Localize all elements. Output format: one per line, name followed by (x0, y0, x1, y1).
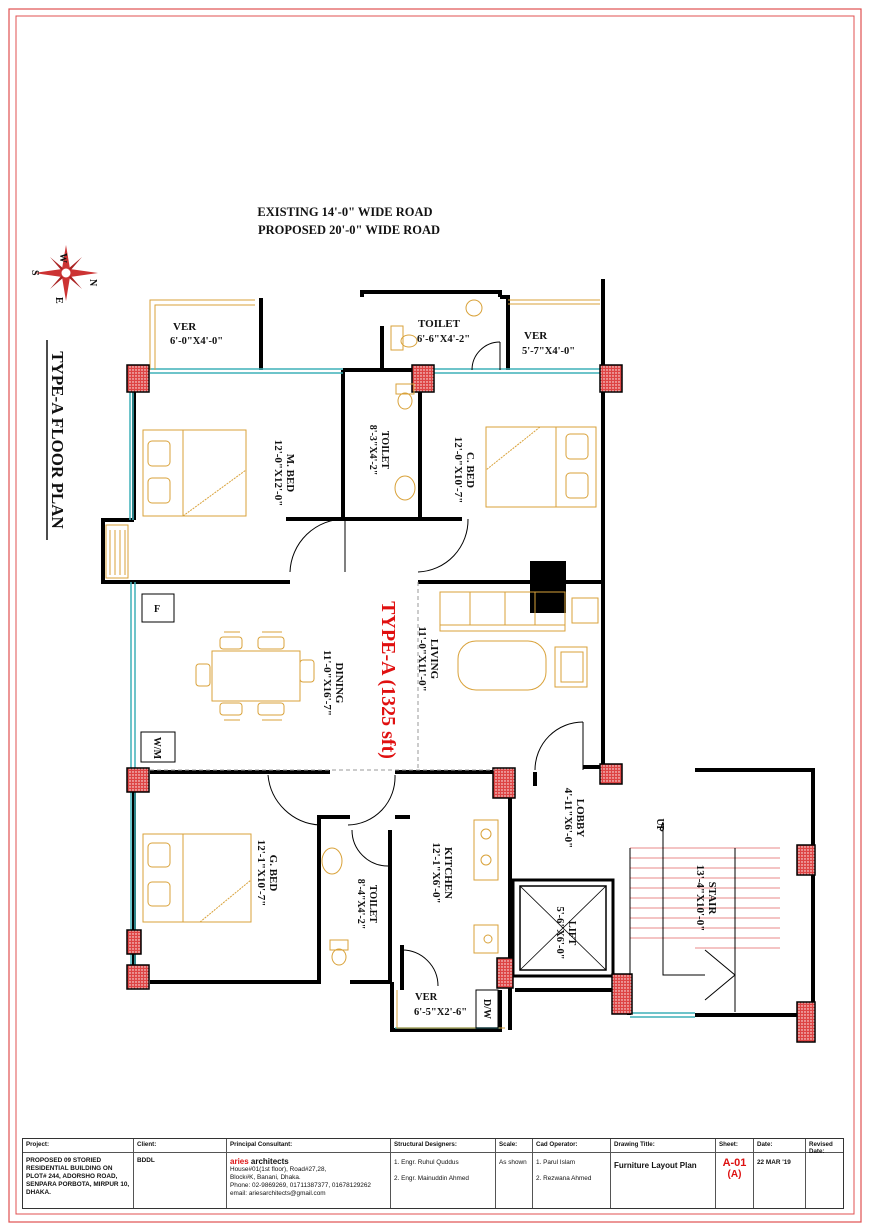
kitchen-size: 12'-1"X6'-0" (430, 842, 442, 903)
outer-frame (8, 8, 862, 1223)
lift-name: LIFT (566, 921, 577, 946)
tb-structural-header: Structural Designers: (391, 1139, 495, 1153)
ver-right-size: 5'-7"X4'-0" (522, 346, 575, 357)
tb-revised-header: Revised Date: (806, 1139, 843, 1155)
compass-n: N (87, 279, 98, 287)
tb-structural: Structural Designers: 1. Engr. Ruhul Qud… (390, 1139, 495, 1208)
tb-cad: Cad Operator: 1. Parul Islam 2. Rezwana … (532, 1139, 610, 1208)
verandah-railings (105, 299, 600, 1029)
compass-s: S (29, 270, 40, 276)
c-bed-size: 12'-0"X10'-7" (452, 437, 464, 504)
tb-consultant-line3: Phone: 02-9869269, 01711387377, 01678129… (230, 1182, 371, 1189)
toilet-mid-name: TOILET (379, 431, 390, 469)
toilet-mid-size: 8'-3"X4'-2" (367, 425, 378, 476)
tb-revised: Revised Date: (805, 1139, 843, 1208)
tb-drawing-text: Furniture Layout Plan (614, 1161, 697, 1170)
kitchen-name: KITCHEN (442, 847, 454, 899)
washing-machine-mark: W/M (151, 737, 162, 760)
tb-sheet-header: Sheet: (716, 1139, 753, 1153)
ver-left-name: VER (173, 321, 197, 333)
room-separators (150, 582, 495, 771)
tb-firm-a: aries (230, 1157, 249, 1166)
tb-drawing: Drawing Title: Furniture Layout Plan (610, 1139, 715, 1208)
tb-cad-a: 1. Parul Islam (536, 1159, 576, 1166)
toilet-top-name: TOILET (418, 318, 461, 330)
title-block: Project: PROPOSED 09 STORIED RESIDENTIAL… (22, 1138, 844, 1209)
toilet-bot-size: 8'-4"X4'-2" (355, 879, 366, 930)
tb-consultant-line2: Block#K, Banani, Dhaka. (230, 1174, 301, 1181)
tb-date: Date: 22 MAR '19 (753, 1139, 805, 1208)
tb-sheet-rev: (A) (727, 1169, 742, 1180)
windows (129, 368, 695, 1029)
m-bed-size: 12'-0"X12'-0" (272, 440, 284, 507)
tb-sheet: Sheet: A-01 (A) (715, 1139, 753, 1208)
compass-rose-icon: W N S E (29, 245, 98, 304)
columns (126, 364, 816, 1043)
tb-scale-text: As shown (499, 1159, 527, 1166)
compass-w: W (57, 253, 68, 263)
tb-scale-header: Scale: (496, 1139, 532, 1153)
tb-consultant-header: Principal Consultant: (227, 1139, 390, 1153)
lobby-name: LOBBY (574, 799, 586, 838)
tb-drawing-header: Drawing Title: (611, 1139, 715, 1153)
ver-bottom-size: 6'-5"X2'-6" (414, 1007, 467, 1018)
ver-left-size: 6'-0"X4'-0" (170, 336, 223, 347)
doors (267, 341, 584, 987)
tb-client-text: BDDL (137, 1157, 155, 1164)
road-existing-label: EXISTING 14'-0" WIDE ROAD (257, 205, 432, 219)
furniture (140, 299, 599, 1029)
lobby-size: 4'-11"X6'-0" (562, 788, 574, 849)
m-bed-name: M. BED (284, 454, 296, 493)
tb-consultant: Principal Consultant: aries architects H… (226, 1139, 390, 1208)
c-bed-name: C. BED (464, 452, 476, 488)
room-labels: M. BED 12'-0"X12'-0" TOILET 8'-3"X4'-2" … (170, 318, 718, 1018)
g-bed-name: G. BED (267, 855, 279, 892)
inner-frame (15, 15, 855, 1215)
stair-up-mark: UP (654, 818, 665, 831)
tb-cad-b: 2. Rezwana Ahmed (536, 1175, 592, 1182)
tb-client: Client: BDDL (133, 1139, 226, 1208)
tb-project-text: PROPOSED 09 STORIED RESIDENTIAL BUILDING… (26, 1157, 130, 1196)
dining-size: 11'-0"X16'-7" (321, 650, 333, 716)
tb-structural-a: 1. Engr. Ruhul Quddus (394, 1159, 459, 1166)
tb-project-header: Project: (23, 1139, 133, 1153)
dining-name: DINING (333, 663, 345, 704)
tb-structural-b: 2. Engr. Mainuddin Ahmed (394, 1175, 469, 1182)
g-bed-size: 12'-1"X10'-7" (255, 840, 267, 907)
tb-scale: Scale: As shown (495, 1139, 532, 1208)
tb-consultant-line4: email: ariesarchitects@gmail.com (230, 1190, 326, 1197)
toilet-bot-name: TOILET (367, 885, 378, 923)
toilet-top-size: 6'-6"X4'-2" (417, 334, 470, 345)
tb-project: Project: PROPOSED 09 STORIED RESIDENTIAL… (23, 1139, 133, 1208)
plan-title: TYPE-A FLOOR PLAN (48, 351, 67, 529)
ver-right-name: VER (524, 330, 548, 342)
stair-name: STAIR (706, 882, 718, 916)
tb-firm-b: architects (248, 1157, 289, 1166)
living-size: 11'-0"X11'-0" (416, 626, 428, 691)
living-name: LIVING (428, 639, 440, 680)
tb-date-text: 22 MAR '19 (757, 1159, 791, 1166)
road-proposed-label: PROPOSED 20'-0" WIDE ROAD (258, 223, 440, 237)
lift-size: 5'-6"X6'-0" (554, 906, 565, 959)
fridge-mark: F (154, 604, 160, 615)
stair-treads (630, 847, 780, 949)
tb-date-header: Date: (754, 1139, 805, 1153)
stair-size: 13'-4"X10'-0" (694, 865, 706, 932)
type-area-label: TYPE-A (1325 sft) (377, 601, 399, 759)
tb-client-header: Client: (134, 1139, 226, 1153)
compass-e: E (53, 297, 64, 304)
stair-outline (629, 821, 736, 1012)
tb-cad-header: Cad Operator: (533, 1139, 610, 1153)
dishwasher-mark: D/W (481, 999, 492, 1019)
ver-bottom-name: VER (415, 992, 438, 1003)
tb-consultant-line1: House#01(1st floor), Road#27,28, (230, 1166, 327, 1173)
tb-sheet-no: A-01 (722, 1157, 747, 1169)
black-block (530, 561, 566, 613)
lift-cross (519, 885, 607, 971)
